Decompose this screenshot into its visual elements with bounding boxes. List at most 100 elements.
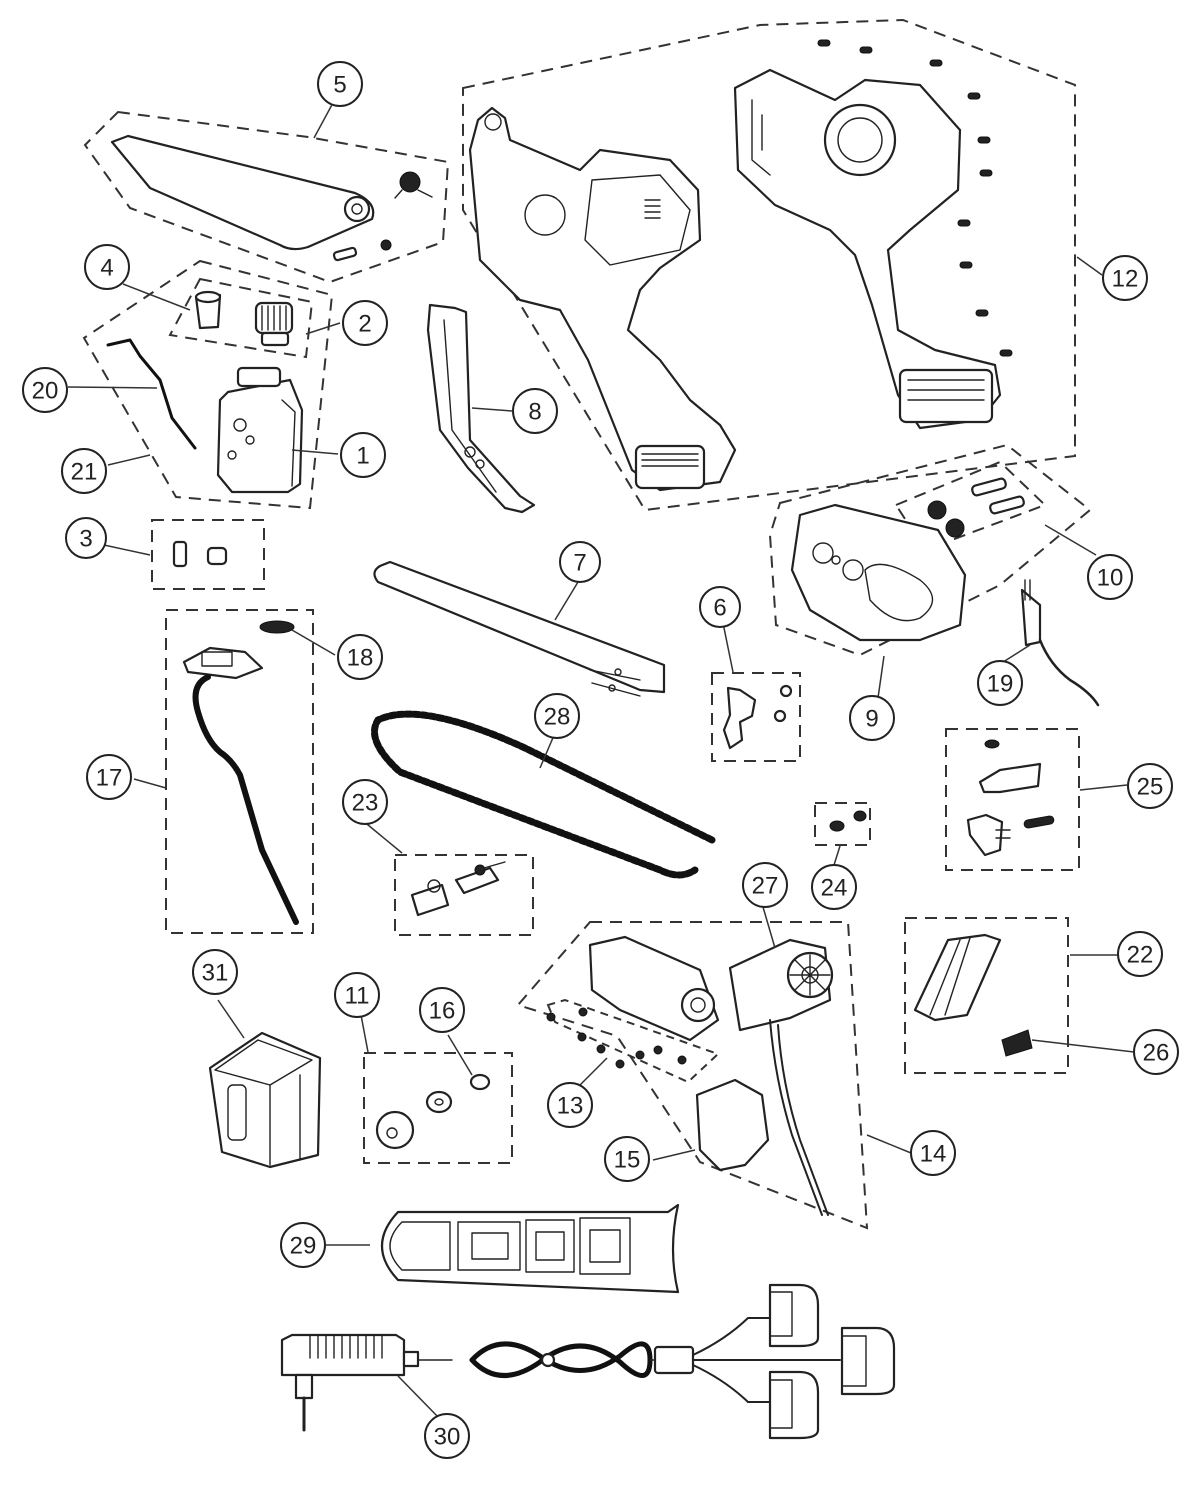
part-group-6-tensioner [711, 672, 801, 762]
svg-text:26: 26 [1143, 1040, 1170, 1067]
leader-16 [447, 1034, 473, 1076]
svg-text:10: 10 [1097, 565, 1124, 592]
callout-15[interactable]: 15 [604, 1136, 650, 1182]
callout-6[interactable]: 6 [699, 586, 741, 628]
part-group-3-oil-nozzle-set [151, 519, 265, 590]
svg-text:31: 31 [202, 960, 229, 987]
output-plug-3 [768, 1370, 820, 1440]
leader-4 [122, 283, 191, 311]
callout-14[interactable]: 14 [910, 1130, 956, 1176]
leader-27 [762, 906, 776, 949]
svg-text:18: 18 [347, 645, 374, 672]
svg-text:24: 24 [821, 875, 848, 902]
output-plug-1 [768, 1283, 820, 1348]
callout-26[interactable]: 26 [1133, 1029, 1179, 1075]
part-group-25-trigger-switch [945, 728, 1080, 871]
part-30-charger [280, 1283, 896, 1440]
callout-16[interactable]: 16 [419, 987, 465, 1033]
svg-text:7: 7 [573, 550, 586, 577]
callout-25[interactable]: 25 [1127, 763, 1173, 809]
callout-9[interactable]: 9 [849, 695, 895, 741]
svg-text:6: 6 [713, 595, 726, 622]
callout-1[interactable]: 1 [340, 432, 386, 478]
part-19-switch-lead [1020, 579, 1100, 707]
splitter [653, 1345, 695, 1375]
svg-text:17: 17 [96, 765, 123, 792]
callout-11[interactable]: 11 [334, 972, 380, 1018]
callout-22[interactable]: 22 [1117, 931, 1163, 977]
trigger-lock [978, 762, 1042, 794]
svg-text:3: 3 [79, 526, 92, 553]
svg-text:30: 30 [434, 1424, 461, 1451]
dashed-outline-25 [945, 728, 1080, 871]
callout-20[interactable]: 20 [22, 367, 68, 413]
svg-text:29: 29 [290, 1233, 317, 1260]
dashed-outline-5 [83, 110, 450, 284]
part-group-12-housing [462, 18, 1076, 512]
callout-3[interactable]: 3 [65, 517, 107, 559]
callout-24[interactable]: 24 [811, 864, 857, 910]
tensioner-plate [722, 686, 757, 750]
callout-30[interactable]: 30 [424, 1413, 470, 1459]
gearbox-gasket [695, 1078, 770, 1172]
leader-20 [67, 386, 158, 389]
housing-right-half [733, 68, 1002, 430]
part-group-21-oil-tank-assembly [82, 259, 334, 510]
leader-10 [1044, 524, 1097, 556]
callout-21[interactable]: 21 [61, 448, 107, 494]
callout-19[interactable]: 19 [977, 660, 1023, 706]
washer-flat [425, 1090, 453, 1114]
svg-text:21: 21 [71, 459, 98, 486]
bar-scabbard [380, 1203, 680, 1294]
guard-screw [332, 246, 358, 262]
part-group-23-bar-clamp [394, 854, 534, 936]
guide-bar [373, 560, 666, 694]
trigger-spring [1023, 815, 1055, 829]
callout-10[interactable]: 10 [1087, 554, 1133, 600]
dashed-outline-21 [82, 259, 334, 510]
leader-17 [133, 778, 167, 789]
callout-28[interactable]: 28 [534, 693, 580, 739]
leader-24 [833, 845, 841, 866]
dashed-outline-23 [394, 854, 534, 936]
part-group-5-handle-guard [83, 110, 450, 284]
callout-23[interactable]: 23 [342, 779, 388, 825]
washer-large [375, 1110, 415, 1150]
battery-terminal [182, 646, 264, 680]
part-7-guide-bar [373, 560, 666, 697]
leader-3 [103, 544, 151, 556]
part-28-saw-chain [371, 710, 716, 879]
charger-body [280, 1333, 406, 1377]
screw-set-13 [546, 1007, 687, 1069]
sprocket-cover [790, 503, 967, 642]
callout-27[interactable]: 27 [742, 862, 788, 908]
callout-13[interactable]: 13 [547, 1082, 593, 1128]
svg-text:8: 8 [528, 399, 541, 426]
dashed-outline-6 [711, 672, 801, 762]
leader-31 [217, 999, 245, 1039]
callout-31[interactable]: 31 [192, 949, 238, 995]
dashed-outline-24 [814, 802, 871, 846]
side-handle [426, 303, 536, 514]
svg-text:16: 16 [429, 998, 456, 1025]
callout-12[interactable]: 12 [1102, 255, 1148, 301]
part-group-22-contact-block [904, 917, 1069, 1074]
callout-29[interactable]: 29 [280, 1222, 326, 1268]
clamp-plate [410, 883, 450, 917]
leader-23 [361, 819, 403, 854]
callout-8[interactable]: 8 [512, 388, 558, 434]
callout-17[interactable]: 17 [86, 754, 132, 800]
part-group-14-motor-gearbox [516, 921, 869, 1230]
callout-5[interactable]: 5 [317, 61, 363, 107]
svg-text:1: 1 [356, 443, 369, 470]
clamp-screw [474, 864, 486, 876]
leader-28 [539, 732, 556, 769]
guard-pivot [343, 195, 371, 223]
dashed-outline-9 [768, 443, 1092, 657]
led-indicator [259, 620, 295, 634]
callout-7[interactable]: 7 [559, 541, 601, 583]
callout-4[interactable]: 4 [84, 244, 130, 290]
callout-2[interactable]: 2 [342, 300, 388, 346]
svg-text:27: 27 [752, 873, 779, 900]
callout-18[interactable]: 18 [337, 634, 383, 680]
